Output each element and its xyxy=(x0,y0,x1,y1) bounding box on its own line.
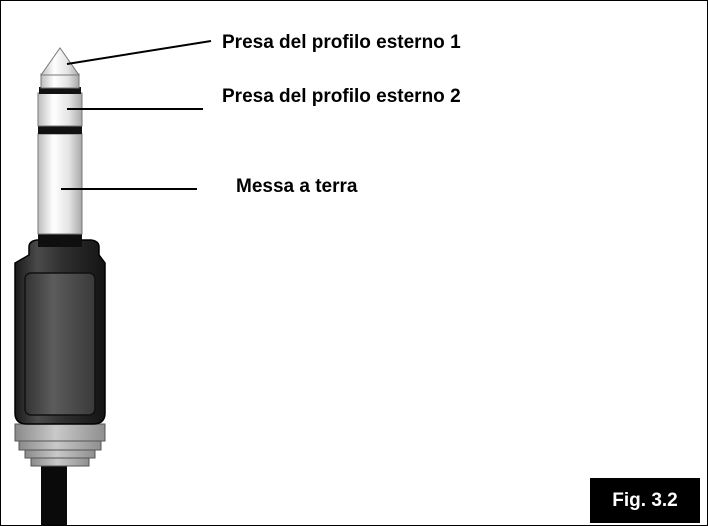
cable xyxy=(41,466,67,525)
tip-contact xyxy=(40,47,80,89)
figure-number-text: Fig. 3.2 xyxy=(612,489,678,511)
insulator-ring-lower xyxy=(38,126,82,134)
leader-line-tip xyxy=(66,40,212,65)
figure-number-badge: Fig. 3.2 xyxy=(590,478,700,523)
callout-tip-label: Presa del profilo esterno 1 xyxy=(222,32,461,53)
strain-relief-collar xyxy=(14,423,106,467)
callout-ground-label: Messa a terra xyxy=(236,176,358,197)
insulator-ring-upper xyxy=(39,87,81,94)
sleeve-ground-contact xyxy=(37,133,83,235)
plug-handle xyxy=(14,233,106,425)
callout-ring-label: Presa del profilo esterno 2 xyxy=(222,86,461,107)
